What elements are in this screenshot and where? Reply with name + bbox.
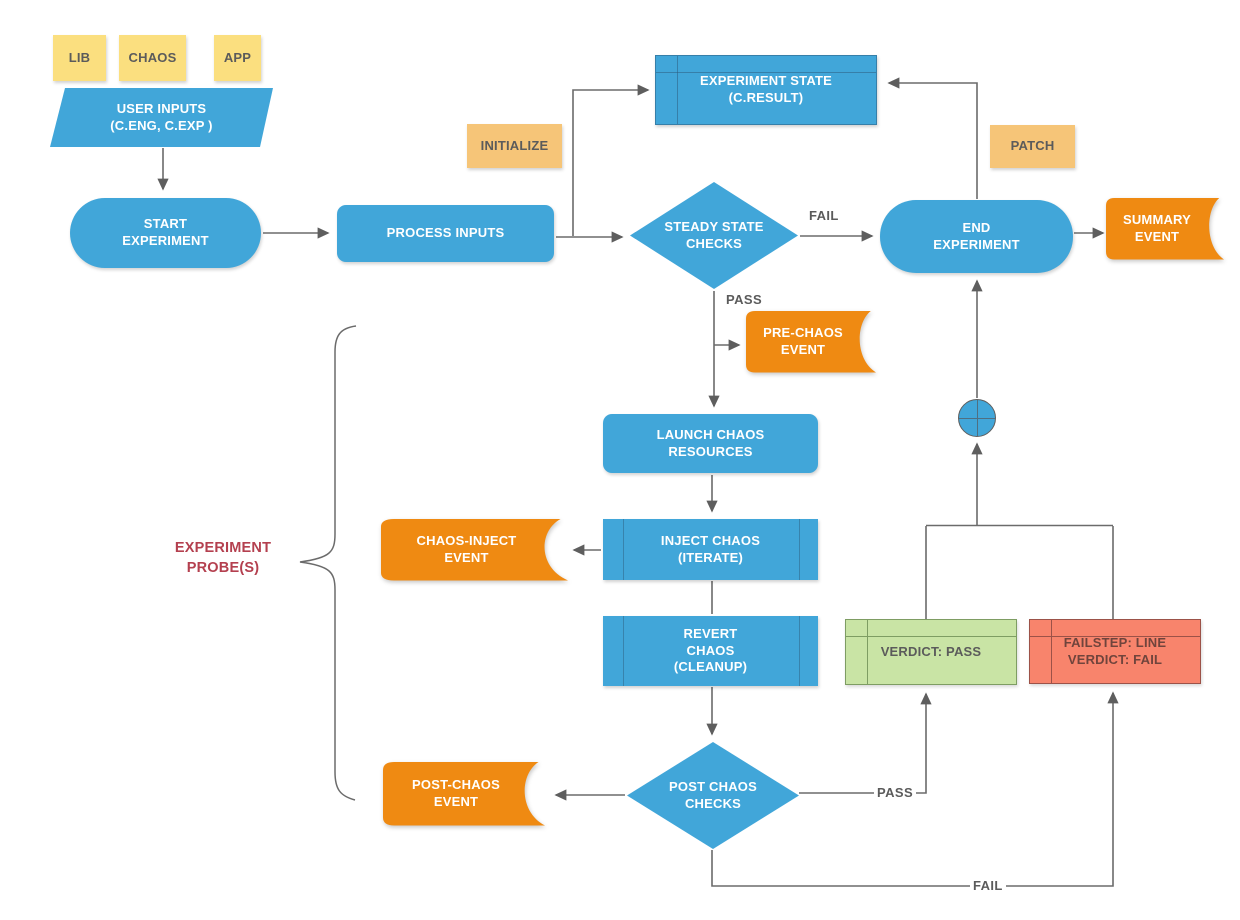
edge-label-pass-bottom: PASS [874, 785, 917, 800]
note-lib-label: LIB [68, 49, 91, 65]
edge-label-fail-bottom: FAIL [970, 878, 1006, 893]
node-post-chaos-event-label: POST-CHAOS EVENT [412, 777, 500, 809]
note-initialize-label: INITIALIZE [480, 137, 549, 153]
node-verdict-pass: VERDICT: PASS [845, 619, 1017, 685]
note-app-label: APP [223, 49, 252, 65]
note-initialize: INITIALIZE [467, 124, 562, 168]
note-patch: PATCH [990, 125, 1075, 168]
node-experiment-state-label: EXPERIMENT STATE (C.RESULT) [699, 73, 832, 105]
edge-label-pass-top: PASS [723, 292, 766, 307]
node-start-experiment-label: START EXPERIMENT [122, 216, 209, 248]
node-experiment-state: EXPERIMENT STATE (C.RESULT) [655, 55, 877, 125]
node-post-chaos-event: POST-CHAOS EVENT [383, 762, 545, 826]
merge-cross-vertical [977, 400, 978, 436]
node-process-inputs-label: PROCESS INPUTS [386, 225, 505, 241]
node-post-chaos-checks-label: POST CHAOS CHECKS [669, 778, 757, 811]
node-steady-state-checks-label: STEADY STATE CHECKS [664, 218, 764, 251]
probes-brace [299, 325, 357, 801]
node-summary-event-label: SUMMARY EVENT [1122, 212, 1192, 244]
node-launch-chaos-resources-label: LAUNCH CHAOS RESOURCES [656, 426, 765, 459]
edge-postchecks-pass-verdictpass [799, 692, 932, 794]
edge-end-state-patch [887, 77, 978, 199]
node-pre-chaos-event: PRE-CHAOS EVENT [746, 311, 876, 373]
node-verdict-pass-label: VERDICT: PASS [880, 643, 982, 659]
node-verdict-fail-label: FAILSTEP: LINE VERDICT: FAIL [1063, 634, 1167, 667]
node-inject-chaos-label: INJECT CHAOS (ITERATE) [660, 532, 761, 565]
node-end-experiment: END EXPERIMENT [880, 200, 1073, 273]
node-pre-chaos-event-label: PRE-CHAOS EVENT [763, 325, 843, 357]
node-summary-event: SUMMARY EVENT [1106, 198, 1224, 260]
node-chaos-inject-event-label: CHAOS-INJECT EVENT [416, 533, 517, 565]
banner-shape [381, 519, 568, 581]
edge-label-fail-top: FAIL [806, 208, 842, 223]
node-steady-state-checks: STEADY STATE CHECKS [630, 182, 798, 289]
node-revert-chaos-label: REVERT CHAOS (CLEANUP) [673, 625, 748, 675]
node-chaos-inject-event: CHAOS-INJECT EVENT [381, 519, 568, 581]
node-end-experiment-label: END EXPERIMENT [933, 219, 1020, 252]
node-user-inputs-label: USER INPUTS (C.ENG, C.EXP ) [110, 100, 213, 133]
node-start-experiment: START EXPERIMENT [70, 198, 261, 268]
node-post-chaos-checks: POST CHAOS CHECKS [627, 742, 799, 849]
merge-junction-icon [958, 399, 996, 437]
banner-shape [746, 311, 876, 373]
node-inject-chaos: INJECT CHAOS (ITERATE) [603, 519, 818, 580]
node-revert-chaos: REVERT CHAOS (CLEANUP) [603, 616, 818, 686]
banner-shape [1106, 198, 1224, 260]
note-chaos: CHAOS [119, 35, 186, 81]
edge-process-state-initialize [572, 84, 650, 236]
note-chaos-label: CHAOS [128, 49, 177, 65]
note-app: APP [214, 35, 261, 81]
node-user-inputs: USER INPUTS (C.ENG, C.EXP ) [50, 88, 273, 147]
note-patch-label: PATCH [1010, 138, 1055, 154]
node-verdict-fail: FAILSTEP: LINE VERDICT: FAIL [1029, 619, 1201, 684]
experiment-probes-label: EXPERIMENT PROBE(S) [174, 540, 272, 576]
note-lib: LIB [53, 35, 106, 81]
banner-shape [383, 762, 545, 826]
node-launch-chaos-resources: LAUNCH CHAOS RESOURCES [603, 414, 818, 473]
node-process-inputs: PROCESS INPUTS [337, 205, 554, 262]
